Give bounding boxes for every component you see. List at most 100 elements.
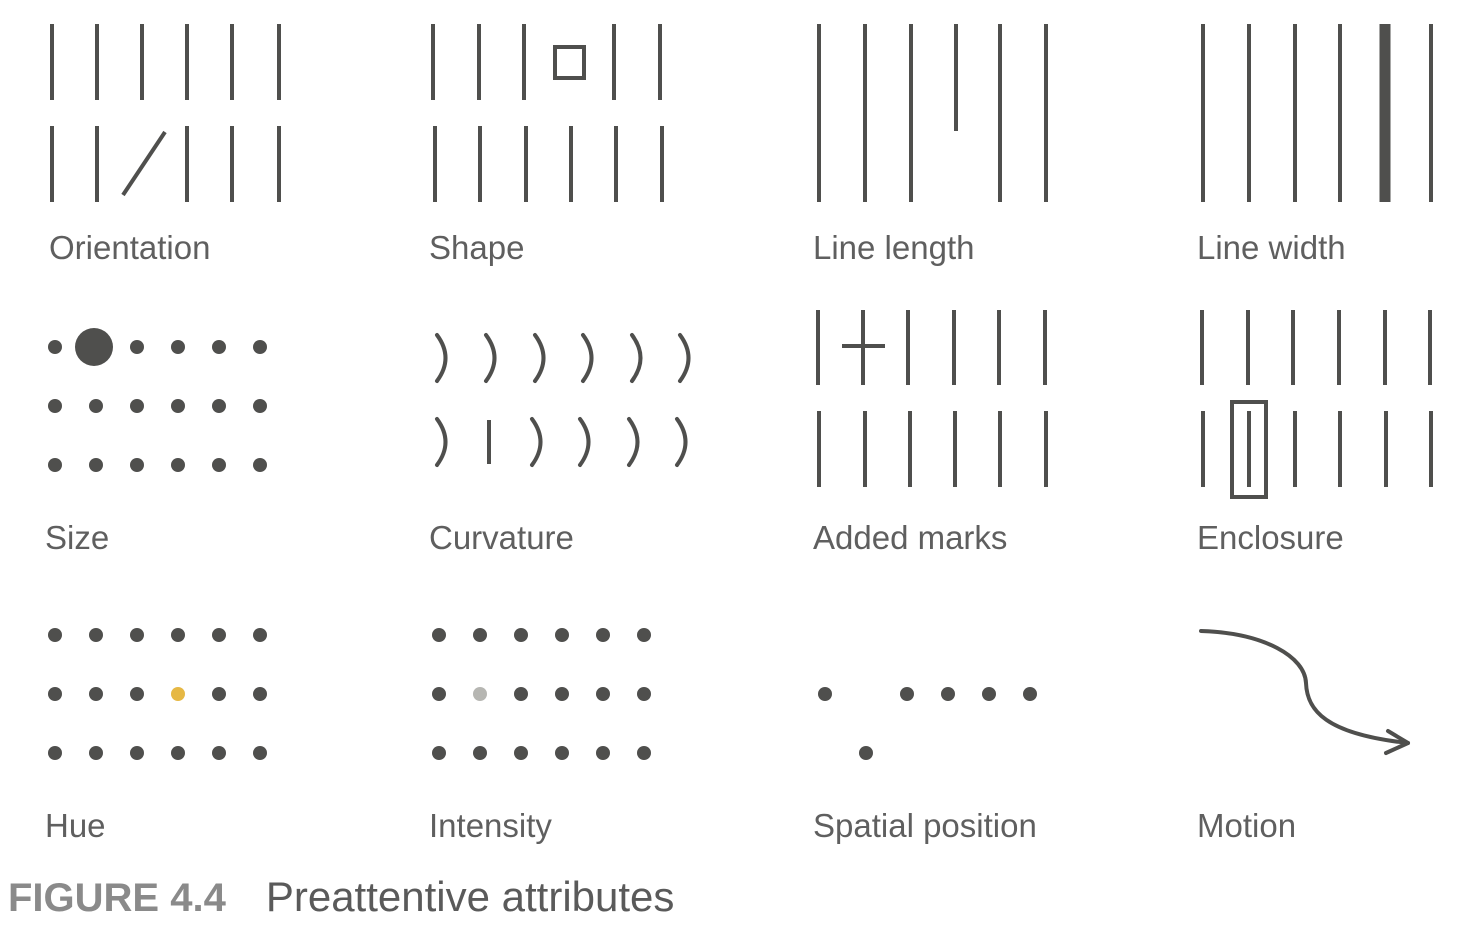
added-marks-icon (816, 310, 1048, 487)
dot (130, 628, 144, 642)
label-shape: Shape (429, 229, 525, 266)
dot (212, 628, 226, 642)
dot (130, 340, 144, 354)
dot (171, 399, 185, 413)
dot (171, 628, 185, 642)
dot (171, 746, 185, 760)
dot (130, 458, 144, 472)
line-width-icon (1201, 24, 1433, 202)
curved-line (675, 417, 688, 467)
dot (432, 628, 446, 642)
dot (555, 746, 569, 760)
figure-number: FIGURE 4.4 (8, 876, 226, 920)
dot (253, 628, 267, 642)
label-line-width: Line width (1197, 229, 1346, 266)
curvature-icon (435, 333, 691, 467)
offset-dot (859, 746, 873, 760)
label-line-length: Line length (813, 229, 975, 266)
figure-caption: FIGURE 4.4 Preattentive attributes (8, 873, 675, 920)
dot (982, 687, 996, 701)
dot (212, 687, 226, 701)
label-intensity: Intensity (429, 807, 552, 844)
dot (555, 628, 569, 642)
dot (48, 687, 62, 701)
enclosure-icon (1200, 310, 1433, 499)
dot (130, 746, 144, 760)
intensity-icon (432, 628, 651, 760)
dot (171, 458, 185, 472)
curved-line (435, 333, 448, 383)
dot (212, 458, 226, 472)
dot (941, 687, 955, 701)
dot (637, 687, 651, 701)
curved-line (678, 333, 691, 383)
label-curvature: Curvature (429, 519, 574, 556)
dot (432, 746, 446, 760)
label-enclosure: Enclosure (1197, 519, 1344, 556)
dot (473, 628, 487, 642)
line-length-icon (817, 24, 1048, 202)
dot (212, 399, 226, 413)
size-icon (48, 328, 267, 472)
dot (130, 687, 144, 701)
shape-icon (431, 24, 664, 202)
dot (48, 340, 62, 354)
dot (171, 340, 185, 354)
dot (818, 687, 832, 701)
arrow-head (1384, 729, 1410, 755)
dot (212, 340, 226, 354)
dot (596, 687, 610, 701)
label-hue: Hue (45, 807, 106, 844)
dot (48, 628, 62, 642)
dot (48, 458, 62, 472)
dot (637, 746, 651, 760)
dot (212, 746, 226, 760)
dot (253, 458, 267, 472)
label-size: Size (45, 519, 110, 556)
dot (89, 628, 103, 642)
highlighted-hue-dot (171, 687, 185, 701)
hue-icon (48, 628, 267, 760)
motion-arrow-icon (1199, 629, 1410, 755)
curved-line (484, 333, 497, 383)
square-mark (553, 45, 586, 80)
dot (473, 746, 487, 760)
motion-curve (1199, 629, 1410, 745)
dot (48, 399, 62, 413)
dot (514, 628, 528, 642)
dot (637, 628, 651, 642)
dot (89, 687, 103, 701)
dot (253, 399, 267, 413)
dot (596, 628, 610, 642)
enclosure-box (1230, 400, 1268, 499)
figure-title: Preattentive attributes (265, 873, 675, 920)
curved-line (578, 417, 591, 467)
dot (900, 687, 914, 701)
dot (253, 340, 267, 354)
curved-line (627, 417, 640, 467)
dot (89, 458, 103, 472)
dot (596, 746, 610, 760)
dot (130, 399, 144, 413)
curved-line (581, 333, 594, 383)
curved-line (435, 417, 448, 467)
tilted-line (121, 130, 167, 197)
dot (48, 746, 62, 760)
curved-line (630, 333, 643, 383)
light-intensity-dot (473, 687, 487, 701)
dot (432, 687, 446, 701)
curved-line (530, 417, 543, 467)
dot (89, 746, 103, 760)
label-added-marks: Added marks (813, 519, 1008, 556)
dot (253, 746, 267, 760)
label-orientation: Orientation (49, 229, 211, 266)
dot (253, 687, 267, 701)
orientation-icon (50, 24, 281, 202)
curved-line (533, 333, 546, 383)
dot (1023, 687, 1037, 701)
large-dot (75, 328, 113, 366)
spatial-position-icon (818, 687, 1037, 760)
dot (555, 687, 569, 701)
label-spatial-position: Spatial position (813, 807, 1037, 844)
dot (514, 687, 528, 701)
